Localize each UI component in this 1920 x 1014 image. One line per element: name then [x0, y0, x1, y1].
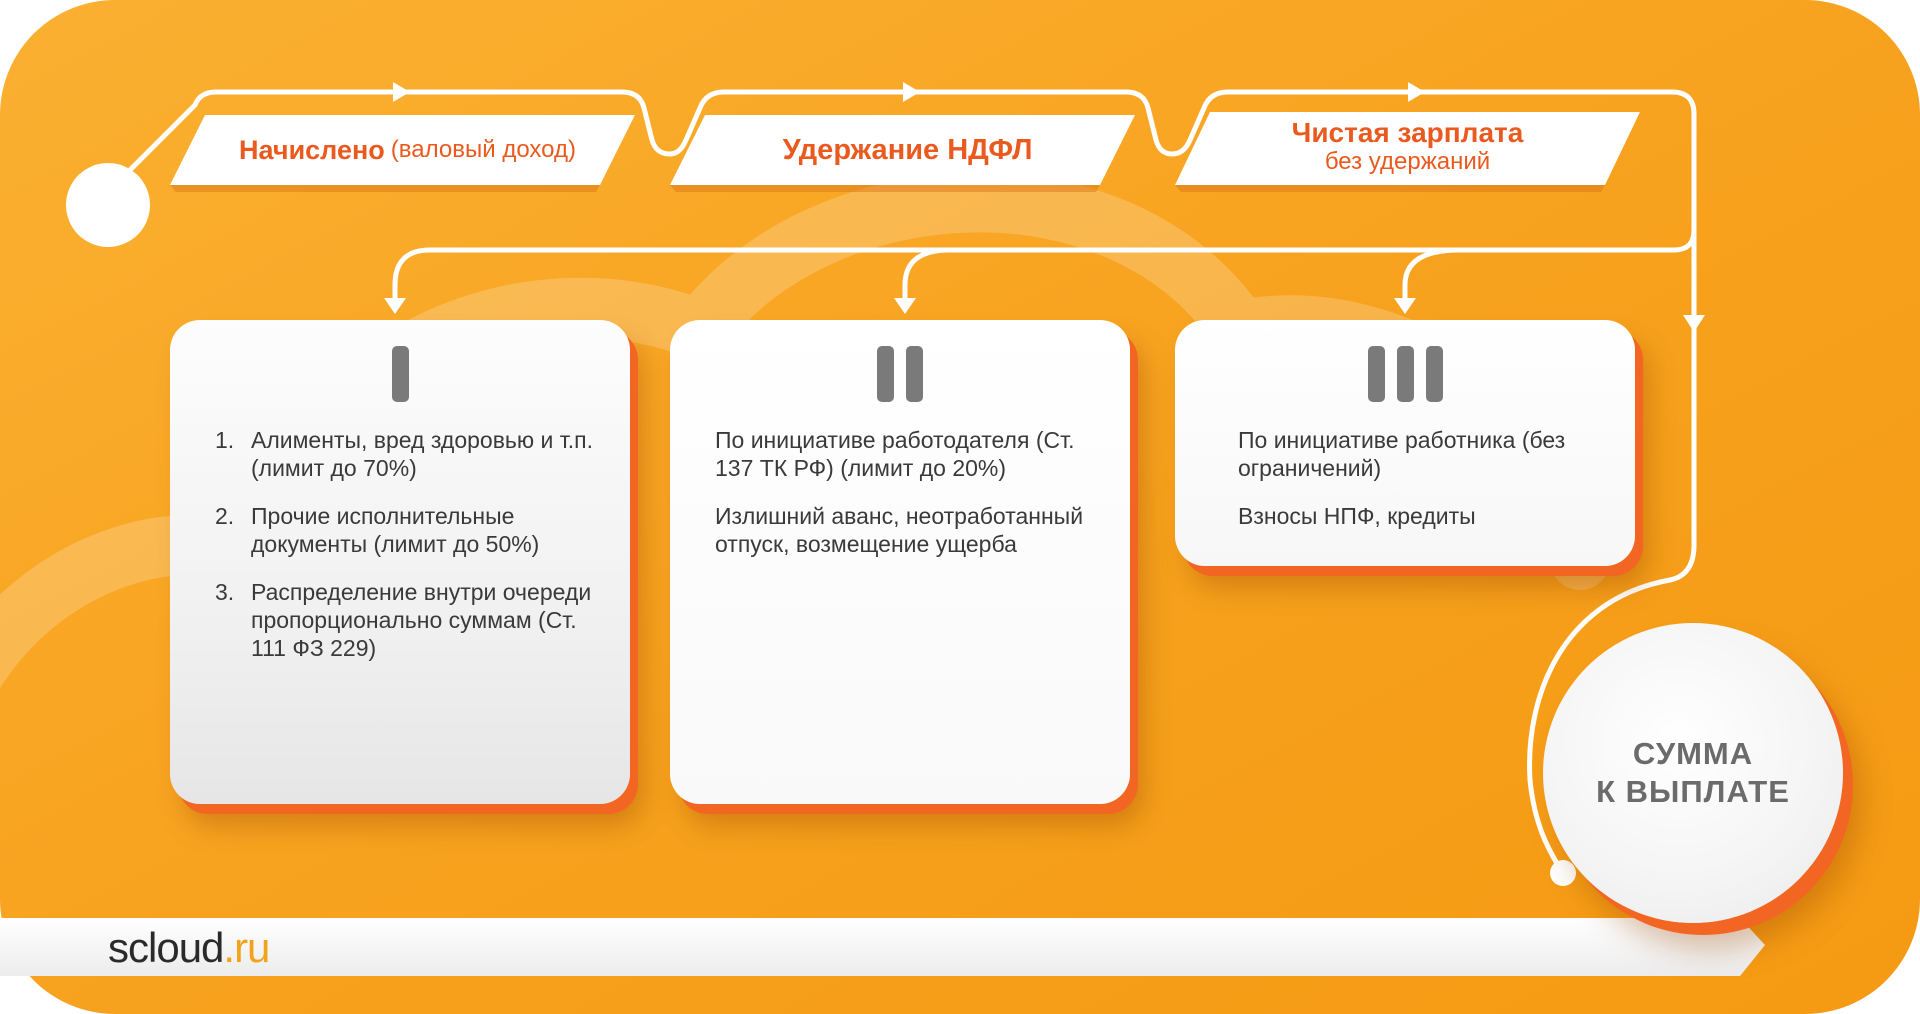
- branch-card-3: [1402, 247, 1461, 302]
- list-item: 3. Распределение внутри очереди пропорци…: [215, 578, 610, 662]
- result-line-2: К ВЫПЛАТЕ: [1596, 774, 1790, 809]
- arrow-down-icon: [1683, 315, 1705, 332]
- banner-accrued: Начислено (валовый доход): [170, 115, 645, 185]
- banner-shape-tax: [670, 115, 1135, 185]
- logo-main-text: scloud: [108, 924, 224, 971]
- banner-accrued-title: Начислено: [239, 134, 385, 165]
- banner-tax-title: Удержание НДФЛ: [782, 133, 1033, 166]
- list-item: 2. Прочие исполнительные документы (лими…: [215, 502, 610, 558]
- arrow-down-icon: [894, 298, 916, 314]
- card-2-paragraph-2: Излишний аванс, неотработанный отпуск, в…: [715, 503, 1084, 557]
- logo-tld-text: .ru: [223, 924, 270, 971]
- numeral-icon-iii: [1175, 346, 1635, 402]
- arrow-right-icon: [1408, 82, 1425, 102]
- arrow-right-icon: [903, 82, 920, 102]
- banner-tax: Удержание НДФЛ: [670, 115, 1145, 185]
- list-item-number: 3.: [215, 579, 235, 605]
- banner-net-note: без удержаний: [1324, 148, 1491, 175]
- card-3-text: По инициативе работника (без ограничений…: [1238, 426, 1615, 550]
- numeral-icon-ii: [670, 346, 1130, 402]
- priority-card-3: По инициативе работника (без ограничений…: [1175, 320, 1635, 566]
- branch-card-2: [902, 247, 951, 302]
- priority-card-2: По инициативе работодателя (Ст. 137 ТК Р…: [670, 320, 1130, 804]
- start-node-icon: [66, 163, 150, 247]
- card-3-paragraph-1: По инициативе работника (без ограничений…: [1238, 427, 1566, 481]
- list-item-number: 1.: [215, 427, 235, 453]
- card-2-text: По инициативе работодателя (Ст. 137 ТК Р…: [715, 426, 1110, 578]
- arrow-down-icon: [384, 298, 406, 314]
- card-3-paragraph-2: Взносы НПФ, кредиты: [1238, 503, 1476, 529]
- arrow-right-icon: [393, 82, 410, 102]
- arrow-down-icon: [1394, 298, 1416, 314]
- result-line-1: СУММА: [1632, 736, 1754, 771]
- list-item-text: Распределение внутри очереди пропорциона…: [251, 579, 592, 661]
- banner-shape-accrued: [170, 115, 635, 185]
- card-2-paragraph-1: По инициативе работодателя (Ст. 137 ТК Р…: [715, 427, 1075, 481]
- footer-strip-shape: [0, 918, 1765, 976]
- brand-logo: scloud.ru: [108, 920, 270, 976]
- priority-card-1: 1. Алименты, вред здоровью и т.п. (лимит…: [170, 320, 630, 804]
- banner-shape-net: [1175, 112, 1640, 185]
- card-1-text: 1. Алименты, вред здоровью и т.п. (лимит…: [215, 426, 610, 682]
- result-circle: СУММА К ВЫПЛАТЕ: [1543, 623, 1843, 923]
- list-item-number: 2.: [215, 503, 235, 529]
- list-item: 1. Алименты, вред здоровью и т.п. (лимит…: [215, 426, 610, 482]
- numeral-icon-i: [170, 346, 630, 402]
- card-1-list: 1. Алименты, вред здоровью и т.п. (лимит…: [215, 426, 610, 662]
- end-node-icon: [1550, 860, 1576, 886]
- banner-accrued-note: (валовый доход): [390, 136, 576, 163]
- banner-net: Чистая зарплата без удержаний: [1170, 112, 1645, 182]
- banner-net-title: Чистая зарплата: [1291, 117, 1524, 148]
- list-item-text: Алименты, вред здоровью и т.п. (лимит до…: [251, 427, 594, 481]
- right-flow-line: [1527, 111, 1697, 875]
- list-item-text: Прочие исполнительные документы (лимит д…: [251, 503, 540, 557]
